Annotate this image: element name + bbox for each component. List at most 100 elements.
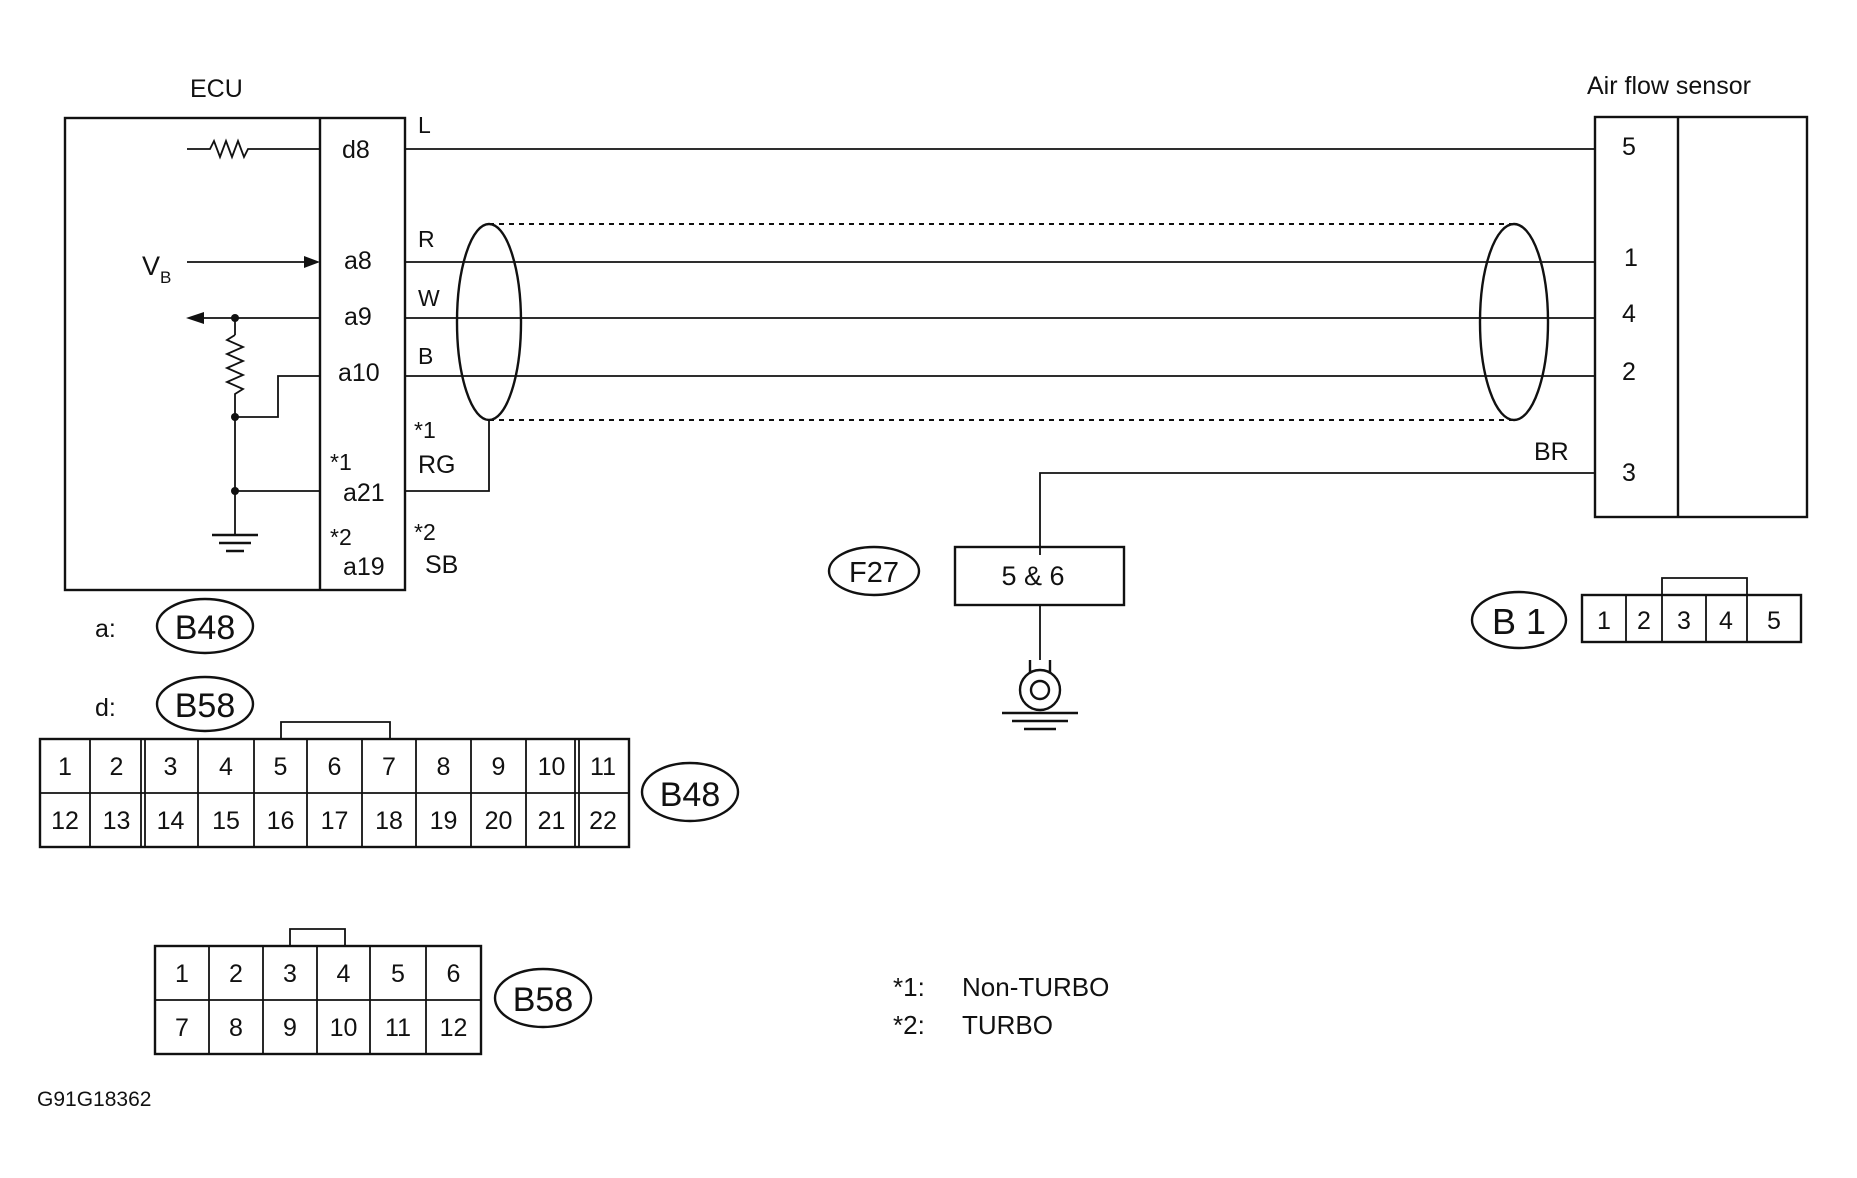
key-a-prefix: a: [95, 615, 116, 643]
key-d-prefix: d: [95, 694, 116, 722]
b1-pin: 1 [1597, 607, 1611, 635]
b48-pin: 17 [321, 807, 349, 835]
d8-resistor-icon [187, 138, 320, 160]
b48-pin: 22 [589, 807, 617, 835]
figure-id: G91G18362 [37, 1088, 151, 1111]
ground-connector-label: 5 & 6 [1001, 561, 1064, 591]
b1-tag: B 1 [1492, 601, 1546, 642]
ecu-terminal-a19: a19 [343, 553, 385, 581]
wire-note-1: *1 [414, 417, 436, 443]
b58-pin: 11 [385, 1014, 411, 1042]
b48-pin: 10 [538, 753, 566, 781]
ecu-title: ECU [190, 75, 243, 103]
b1-connector-face [1580, 593, 1803, 644]
b58-latch-icon [289, 928, 346, 946]
b58-pin: 10 [330, 1014, 358, 1042]
note-1-text: Non-TURBO [962, 972, 1109, 1002]
wire-label-sb: SB [425, 551, 458, 579]
b1-pin: 5 [1767, 607, 1781, 635]
f27-tag-oval [827, 545, 921, 597]
ground-connector: F27 5 & 6 [827, 545, 1126, 731]
b48-pin: 15 [212, 807, 240, 835]
wire-label-l: L [418, 112, 431, 138]
f27-tag: F27 [849, 557, 899, 589]
b48-pin: 1 [58, 753, 72, 781]
b48-pin: 21 [538, 807, 566, 835]
key-a-tag: B48 [175, 609, 236, 647]
b58-pin: 4 [337, 960, 351, 988]
b48-pin: 19 [430, 807, 458, 835]
wire-br [1039, 472, 1595, 555]
note-2-key: *2: [893, 1010, 925, 1040]
note-1-key: *1: [893, 972, 925, 1002]
b58-pin: 3 [283, 960, 297, 988]
ecu-note-1: *1 [330, 449, 352, 475]
b58-tag-oval [493, 967, 593, 1029]
b58-pin: 12 [440, 1014, 468, 1042]
b58-pin: 8 [229, 1014, 243, 1042]
ecu-terminal-a21: a21 [343, 479, 385, 507]
b1-pin: 2 [1637, 607, 1651, 635]
b48-pin: 7 [382, 753, 396, 781]
wire-label-br: BR [1534, 438, 1569, 466]
b48-pin: 13 [103, 807, 131, 835]
wire-harness: L R W B *1 RG *2 SB BR [405, 112, 1595, 579]
key-d-tag-oval [155, 675, 255, 733]
legend-notes: *1: Non-TURBO *2: TURBO [893, 972, 1109, 1040]
b48-latch-icon [280, 721, 391, 739]
sensor-outline [1593, 115, 1809, 519]
sensor-pin-2: 2 [1622, 358, 1636, 386]
wire-label-w: W [418, 285, 440, 311]
vb-arrow-icon [304, 256, 320, 268]
b58-pin: 9 [283, 1014, 297, 1042]
pulldown-resistor-icon [224, 334, 246, 417]
b1-tag-oval [1470, 590, 1568, 650]
b48-pin: 9 [492, 753, 506, 781]
b58-pin: 1 [175, 960, 189, 988]
b58-tag: B58 [513, 981, 574, 1019]
b48-pin: 4 [219, 753, 233, 781]
key-d-tag: B58 [175, 687, 236, 725]
a10-link-line [235, 375, 320, 418]
b48-pin: 2 [110, 753, 124, 781]
ecu-terminal-a9: a9 [344, 303, 372, 331]
sensor-pin-3: 3 [1622, 459, 1636, 487]
ecu-outline [63, 116, 407, 592]
sensor-pin-5: 5 [1622, 133, 1636, 161]
wire-label-b: B [418, 343, 433, 369]
ground-eyelet-icon [1002, 660, 1078, 731]
b48-pin: 18 [375, 807, 403, 835]
shield-right-ellipse [1478, 222, 1550, 422]
wire-label-r: R [418, 226, 435, 252]
ecu-terminal-a10: a10 [338, 359, 380, 387]
ecu-terminal-a8: a8 [344, 247, 372, 275]
wire-rg [405, 420, 490, 492]
sensor-pin-1: 1 [1624, 244, 1638, 272]
b48-pin: 16 [267, 807, 295, 835]
key-a-tag-oval [155, 597, 255, 655]
shield-left-ellipse [455, 222, 523, 422]
b1-latch-icon [1661, 577, 1748, 595]
b48-tag-oval [640, 761, 740, 823]
b48-pin: 12 [51, 807, 79, 835]
sensor-title: Air flow sensor [1587, 72, 1751, 100]
air-flow-sensor: Air flow sensor 5 1 4 2 3 [1587, 72, 1809, 519]
note-2-text: TURBO [962, 1010, 1053, 1040]
ecu-unit: ECU d8 a8 a9 a10 *1 a21 *2 a19 VB [63, 75, 407, 592]
b48-pin: 20 [485, 807, 513, 835]
b48-pin: 3 [164, 753, 178, 781]
b1-pin: 4 [1719, 607, 1733, 635]
b58-pin: 7 [175, 1014, 189, 1042]
b48-pin: 6 [328, 753, 342, 781]
b48-pin: 8 [437, 753, 451, 781]
b1-connector: B 1 1 2 3 4 5 [1470, 577, 1803, 650]
wire-note-2: *2 [414, 519, 436, 545]
b48-tag: B48 [660, 776, 721, 814]
b1-pin: 3 [1677, 607, 1691, 635]
wire-label-rg: RG [418, 451, 456, 479]
